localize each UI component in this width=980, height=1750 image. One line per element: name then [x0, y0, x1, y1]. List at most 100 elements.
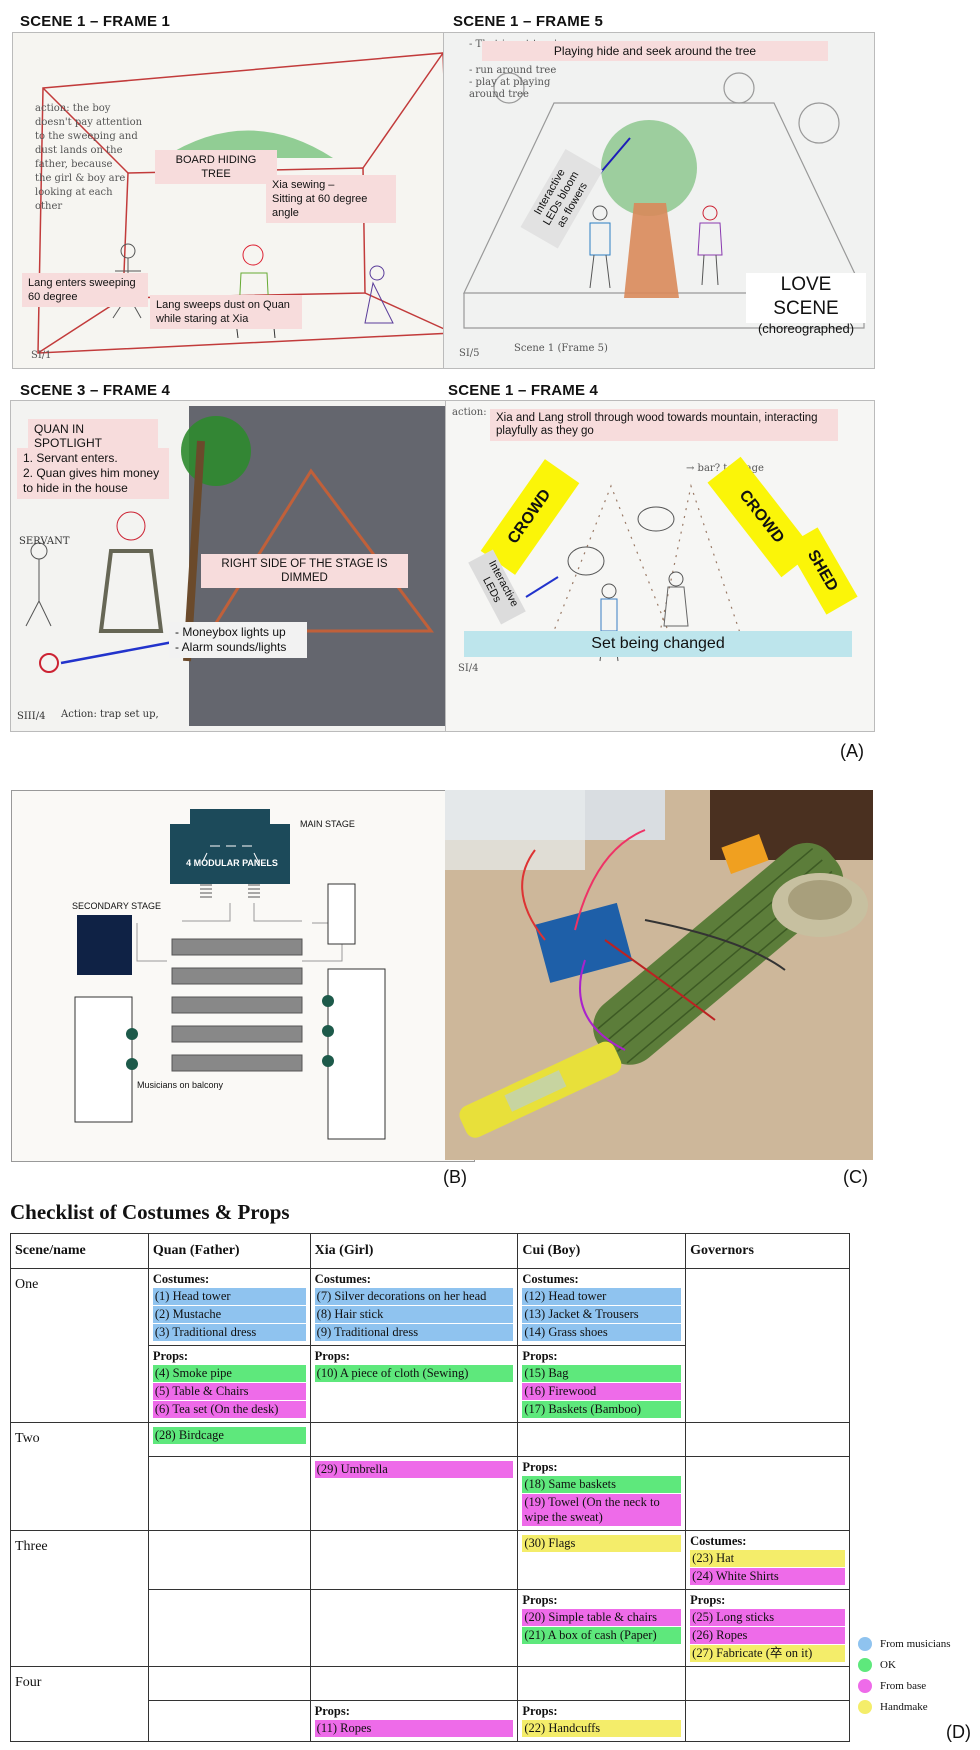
svg-text:father, because: father, because: [35, 159, 113, 170]
legend-dot-yellow: [858, 1700, 872, 1714]
svg-text:the girl & boy are: the girl & boy are: [35, 173, 125, 184]
cell: Costumes: (12) Head tower (13) Jacket & …: [517, 1268, 687, 1346]
props-label: Props:: [522, 1704, 558, 1718]
scene-one-label: One: [15, 1277, 39, 1292]
table-row: Four: [10, 1666, 850, 1742]
svg-text:- play at playing: - play at playing: [469, 77, 551, 88]
svg-text:SERVANT: SERVANT: [19, 536, 70, 547]
legend-dot-pink: [858, 1679, 872, 1693]
svg-text:SIII/4: SIII/4: [17, 711, 45, 722]
props-label: Props:: [522, 1349, 558, 1363]
scene-four: Four: [10, 1666, 149, 1742]
table-row: Props: (11) Ropes Props: (22) Handcuffs: [11, 1700, 850, 1742]
frame4-sketch: action:→ bar? to stage SI/4 Xia and Lang…: [445, 400, 875, 732]
list-item: (1) Head tower: [152, 1288, 306, 1305]
props-label: Props:: [522, 1593, 558, 1607]
cell: [685, 1268, 850, 1423]
header-governors: Governors: [685, 1233, 850, 1269]
list-item: (17) Baskets (Bamboo): [522, 1401, 682, 1418]
note-board-hiding-tree: BOARD HIDING TREE: [155, 150, 277, 184]
props-label: Props:: [314, 1349, 350, 1363]
note-right-dimmed: RIGHT SIDE OF THE STAGE IS DIMMED: [201, 554, 408, 588]
header-quan: Quan (Father): [147, 1233, 311, 1269]
legend-handmake: Handmake: [858, 1700, 928, 1714]
set-being-changed-label: Set being changed: [591, 635, 725, 652]
note-quan-spotlight: QUAN IN SPOTLIGHT: [28, 419, 158, 453]
costumes-label: Costumes:: [314, 1272, 371, 1286]
frame5-title: SCENE 1 – FRAME 5: [453, 13, 604, 30]
svg-text:around tree: around tree: [469, 89, 529, 100]
cell: [517, 1422, 687, 1457]
svg-text:SI/1: SI/1: [31, 350, 52, 361]
note-lang-sweeps: Lang sweeps dust on Quan while staring a…: [150, 295, 302, 329]
cell: [309, 1666, 519, 1701]
list-item: (15) Bag: [522, 1365, 682, 1382]
cell: (30) Flags: [517, 1530, 687, 1590]
svg-text:SI/4: SI/4: [458, 663, 479, 674]
photo-electronics: [445, 790, 873, 1160]
list-item: (22) Handcuffs: [522, 1720, 682, 1737]
cell: (29) Umbrella: [309, 1456, 519, 1531]
scene-four-label: Four: [15, 1675, 42, 1690]
cell: [685, 1456, 850, 1531]
cell: Props: (11) Ropes: [309, 1700, 519, 1742]
list-item: (5) Table & Chairs: [152, 1383, 306, 1400]
cell: [147, 1700, 311, 1742]
svg-text:action: the boy: action: the boy: [35, 103, 111, 114]
main-stage-label: MAIN STAGE: [300, 819, 355, 829]
list-item: (11) Ropes: [314, 1720, 514, 1737]
list-item: (30) Flags: [522, 1535, 682, 1552]
note-moneybox: - Moneybox lights up - Alarm sounds/ligh…: [169, 622, 307, 658]
list-item: (19) Towel (On the neck to wipe the swea…: [522, 1494, 682, 1526]
cell: [309, 1589, 519, 1667]
frame5-drawing: - That is not true'- run around tree - p…: [459, 39, 865, 359]
list-item: (25) Long sticks: [690, 1609, 845, 1626]
cell: Props: (4) Smoke pipe (5) Table & Chairs…: [147, 1345, 311, 1423]
list-item: (29) Umbrella: [314, 1461, 514, 1478]
list-item: (16) Firewood: [522, 1383, 682, 1400]
table-row: One Costumes: (1) Head tower (2) Mustach…: [10, 1268, 850, 1423]
cell: [147, 1666, 311, 1701]
cell: Props: (22) Handcuffs: [517, 1700, 687, 1742]
cell: [147, 1589, 311, 1667]
cell: (28) Birdcage: [147, 1422, 311, 1457]
love-scene-sub: (choreographed): [757, 321, 855, 336]
costumes-label: Costumes:: [522, 1272, 579, 1286]
modular-panels-label: 4 MODULAR PANELS: [186, 858, 278, 868]
checklist-table: Scene/name Quan (Father) Xia (Girl) Cui …: [10, 1233, 850, 1742]
panel-b-label: (B): [443, 1167, 467, 1187]
cell: Costumes: (1) Head tower (2) Mustache (3…: [147, 1268, 311, 1346]
secondary-stage-label: SECONDARY STAGE: [72, 901, 162, 911]
checklist-title: Checklist of Costumes & Props: [10, 1200, 290, 1224]
cell: [147, 1530, 311, 1590]
scene-two-label: Two: [15, 1431, 40, 1446]
table-row: Two (28) Birdcage: [10, 1422, 850, 1531]
note-servant-enters: 1. Servant enters. 2. Quan gives him mon…: [17, 448, 169, 499]
list-item: (20) Simple table & chairs: [522, 1609, 682, 1626]
list-item: (27) Fabricate (卒 on it): [690, 1645, 845, 1662]
list-item: (2) Mustache: [152, 1306, 306, 1323]
svg-text:SI/5: SI/5: [459, 348, 480, 359]
costumes-label: Costumes:: [152, 1272, 210, 1286]
table-row: Three (30) Flags Costumes: (23) Hat (24)…: [10, 1530, 850, 1667]
set-being-changed-bar: Set being changed: [464, 631, 852, 657]
legend-from-musicians: From musicians: [858, 1637, 951, 1651]
cell: [309, 1422, 519, 1457]
frame34-title: SCENE 3 – FRAME 4: [20, 382, 171, 399]
header-xia: Xia (Girl): [309, 1233, 519, 1269]
cell: Props: (25) Long sticks (26) Ropes (27) …: [685, 1589, 850, 1667]
list-item: (18) Same baskets: [522, 1476, 682, 1493]
musicians-label: Musicians on balcony: [137, 1080, 224, 1090]
stage-plan: MAIN STAGE 4 MODULAR PANELS SECONDARY ST…: [11, 790, 475, 1162]
panel-c-label: (C): [843, 1167, 868, 1187]
table-row: (29) Umbrella Props: (18) Same baskets (…: [11, 1456, 850, 1531]
svg-text:- run around tree: - run around tree: [469, 65, 556, 76]
legend-label: OK: [880, 1659, 896, 1671]
cell: Props: (10) A piece of cloth (Sewing): [309, 1345, 519, 1423]
list-item: (23) Hat: [690, 1550, 845, 1567]
table-row: Props: (4) Smoke pipe (5) Table & Chairs…: [11, 1345, 850, 1423]
list-item: (6) Tea set (On the desk): [152, 1401, 306, 1418]
table-row: Props: (20) Simple table & chairs (21) A…: [11, 1589, 850, 1667]
list-item: (21) A box of cash (Paper): [522, 1627, 682, 1644]
